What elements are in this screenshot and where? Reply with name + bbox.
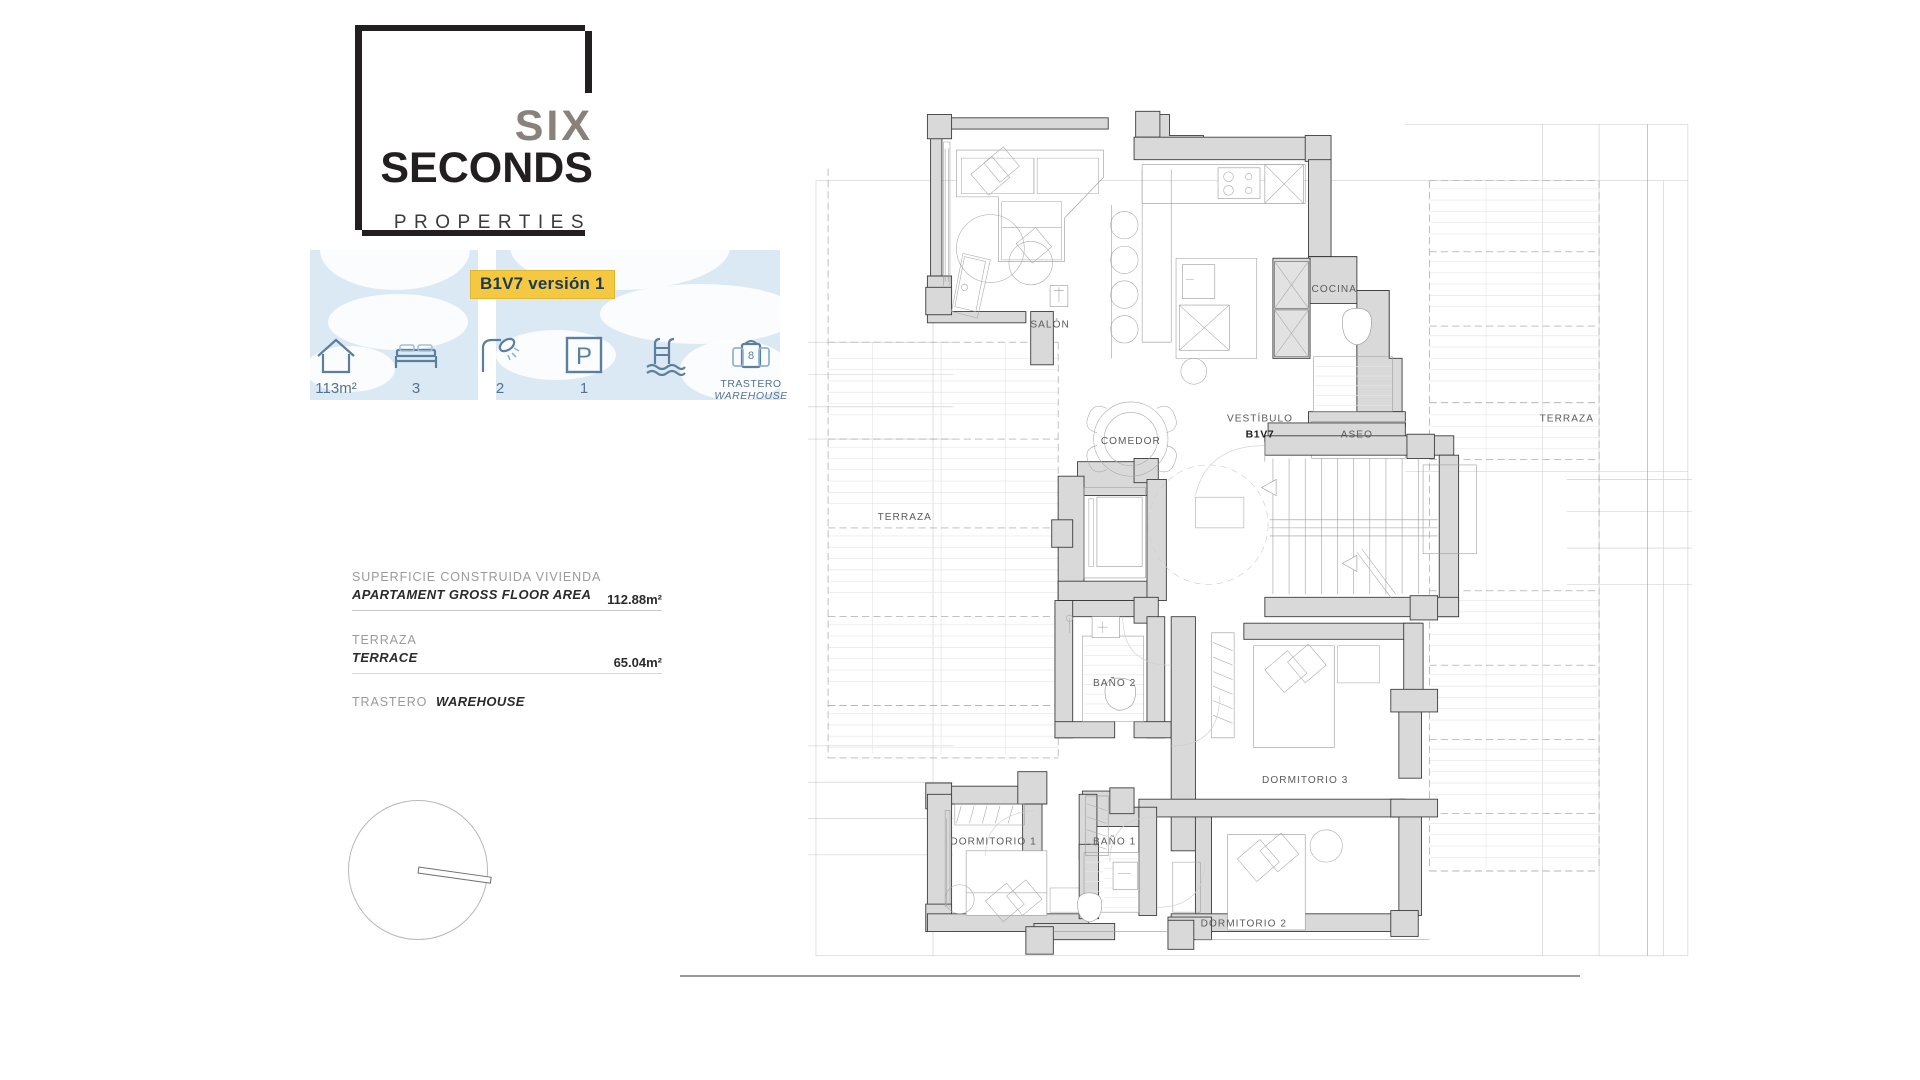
logo-text-properties: PROPERTIES (393, 212, 591, 233)
area-row-warehouse: TRASTERO WAREHOUSE (352, 694, 662, 709)
feature-pool (630, 330, 702, 380)
feature-warehouse-es: TRASTERO (720, 378, 782, 390)
feature-house: 113m² (300, 330, 372, 397)
label-bano-2: BAÑO 2 (1093, 676, 1136, 689)
north-arrow-icon (348, 800, 492, 940)
divider (352, 609, 662, 611)
label-cocina: COCINA (1312, 284, 1358, 295)
area-apartment-label-es: SUPERFICIE CONSTRUIDA VIVIENDA (352, 570, 602, 584)
master-bedroom (1051, 458, 1167, 601)
room-labels: SALÓN COCINA ASEO VESTÍBULO B1V7 COMEDOR… (878, 284, 1594, 930)
compass-ring (348, 800, 488, 940)
warehouse-icon: 8 (708, 330, 794, 376)
feature-warehouse: 8 TRASTERO WAREHOUSE (708, 330, 794, 402)
feature-parking: P 1 (548, 330, 620, 397)
feature-icon-strip: 113m² 3 2 (300, 330, 787, 410)
label-vestibulo: VESTÍBULO (1227, 411, 1293, 424)
terrace-left-tiling (827, 168, 1059, 759)
salon-furniture (951, 146, 1104, 319)
dormitorio-1 (925, 771, 1116, 941)
label-dormitorio-2: DORMITORIO 2 (1201, 919, 1287, 930)
area-terrace-label-en: TERRACE (352, 649, 418, 665)
area-summary-table: SUPERFICIE CONSTRUIDA VIVIENDA APARTAMEN… (352, 568, 662, 709)
floor-plan: SALÓN COCINA ASEO VESTÍBULO B1V7 COMEDOR… (680, 100, 1840, 980)
stair-core (1260, 433, 1477, 621)
label-dormitorio-1: DORMITORIO 1 (950, 836, 1036, 847)
feature-bedrooms-value: 3 (411, 380, 421, 397)
shower-icon (464, 330, 536, 376)
svg-text:8: 8 (748, 350, 754, 362)
parking-icon: P (548, 330, 620, 376)
brand-logo: SIX SECONDS PROPERTIES (355, 25, 593, 236)
info-panel: SIX SECONDS PROPERTIES B1V7 versión 1 11… (0, 0, 787, 1080)
area-row-apartment: SUPERFICIE CONSTRUIDA VIVIENDA APARTAMEN… (352, 568, 662, 607)
logo-text-seconds: SECONDS (380, 144, 593, 192)
logo-text-six: SIX (514, 102, 593, 150)
svg-text:P: P (576, 343, 592, 370)
divider (352, 672, 662, 674)
feature-parking-value: 1 (579, 380, 589, 397)
feature-warehouse-en: WAREHOUSE (714, 390, 788, 403)
area-warehouse-label-en: WAREHOUSE (436, 693, 525, 709)
label-aseo: ASEO (1341, 429, 1373, 440)
bed-icon (380, 330, 452, 376)
label-bano-1: BAÑO 1 (1093, 834, 1136, 847)
version-badge: B1V7 versión 1 (470, 270, 615, 299)
area-warehouse-label-es: TRASTERO (352, 694, 428, 709)
comedor-table (1086, 401, 1177, 477)
feature-warehouse-caption: TRASTERO WAREHOUSE (708, 378, 794, 402)
area-apartment-value: 112.88m² (607, 591, 662, 607)
pool-icon (630, 330, 702, 376)
terrace-right-tiling (1429, 180, 1600, 872)
dormitorio-2 (1156, 816, 1422, 937)
logo-bracket-decoration (355, 25, 592, 236)
label-dormitorio-3: DORMITORIO 3 (1262, 775, 1348, 786)
area-row-terrace: TERRAZA TERRACE 65.04m² (352, 631, 662, 670)
feature-bedrooms: 3 (380, 330, 452, 397)
label-vestibulo-id: B1V7 (1246, 429, 1275, 440)
vestibulo-swings (1122, 442, 1269, 666)
label-salon: SALÓN (1030, 318, 1069, 331)
bano-2 (1054, 596, 1172, 739)
area-terrace-label-es: TERRAZA (352, 632, 417, 647)
label-comedor: COMEDOR (1101, 436, 1161, 447)
label-terraza-right: TERRAZA (1540, 413, 1594, 424)
dormitorio-3 (1138, 616, 1439, 852)
area-apartment-label-en: APARTAMENT GROSS FLOOR AREA (352, 586, 592, 602)
cocina (1110, 135, 1390, 385)
label-terraza-left: TERRAZA (878, 512, 932, 523)
bano-1 (1077, 787, 1158, 923)
feature-bathrooms-value: 2 (495, 380, 505, 397)
feature-bathrooms: 2 (464, 330, 536, 397)
feature-house-value: 113m² (315, 380, 357, 397)
plan-baseline (680, 975, 1580, 977)
house-icon (300, 330, 372, 376)
misc-walls (1025, 124, 1648, 956)
area-terrace-value: 65.04m² (613, 654, 662, 670)
